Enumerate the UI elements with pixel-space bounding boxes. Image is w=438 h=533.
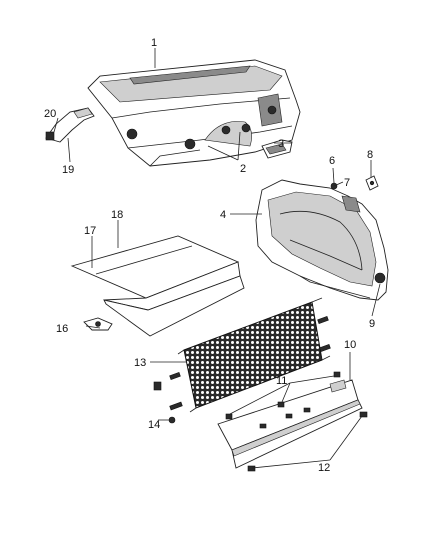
- clips-11: [225, 371, 341, 420]
- callout-20: 20: [44, 108, 56, 120]
- callout-16: 16: [56, 323, 68, 335]
- side-trim-piece: [45, 107, 95, 143]
- rear-shelf-panel: [87, 59, 301, 167]
- callout-3: 3: [278, 138, 284, 150]
- callout-13: 13: [134, 357, 146, 369]
- quarter-trim-panel: [255, 179, 389, 301]
- callout-1: 1: [151, 37, 157, 49]
- callout-18: 18: [111, 209, 123, 221]
- callout-10: 10: [344, 339, 356, 351]
- callout-8: 8: [367, 149, 373, 161]
- bracket-part: [261, 139, 293, 159]
- leader-lines: [53, 48, 381, 469]
- callout-17: 17: [84, 225, 96, 237]
- callout-12: 12: [318, 462, 330, 474]
- callout-19: 19: [62, 164, 74, 176]
- tool-part: [83, 317, 113, 331]
- callout-6: 6: [329, 155, 335, 167]
- callout-11: 11: [276, 375, 287, 387]
- callout-14: 14: [148, 419, 160, 431]
- fastener-8: [365, 175, 379, 191]
- clips-12: [247, 411, 368, 472]
- callout-9: 9: [369, 318, 375, 330]
- cargo-net: [169, 297, 331, 413]
- trunk-floor-mat: [70, 235, 245, 337]
- scuff-plate: [217, 379, 363, 469]
- callout-7: 7: [344, 177, 350, 189]
- clip-part: [153, 381, 176, 424]
- callout-labels: 1 2 3 4 6 7 8 9 10 11 12 13 14 16 17 18 …: [44, 37, 375, 474]
- callout-4: 4: [220, 209, 226, 221]
- callout-2: 2: [240, 163, 246, 175]
